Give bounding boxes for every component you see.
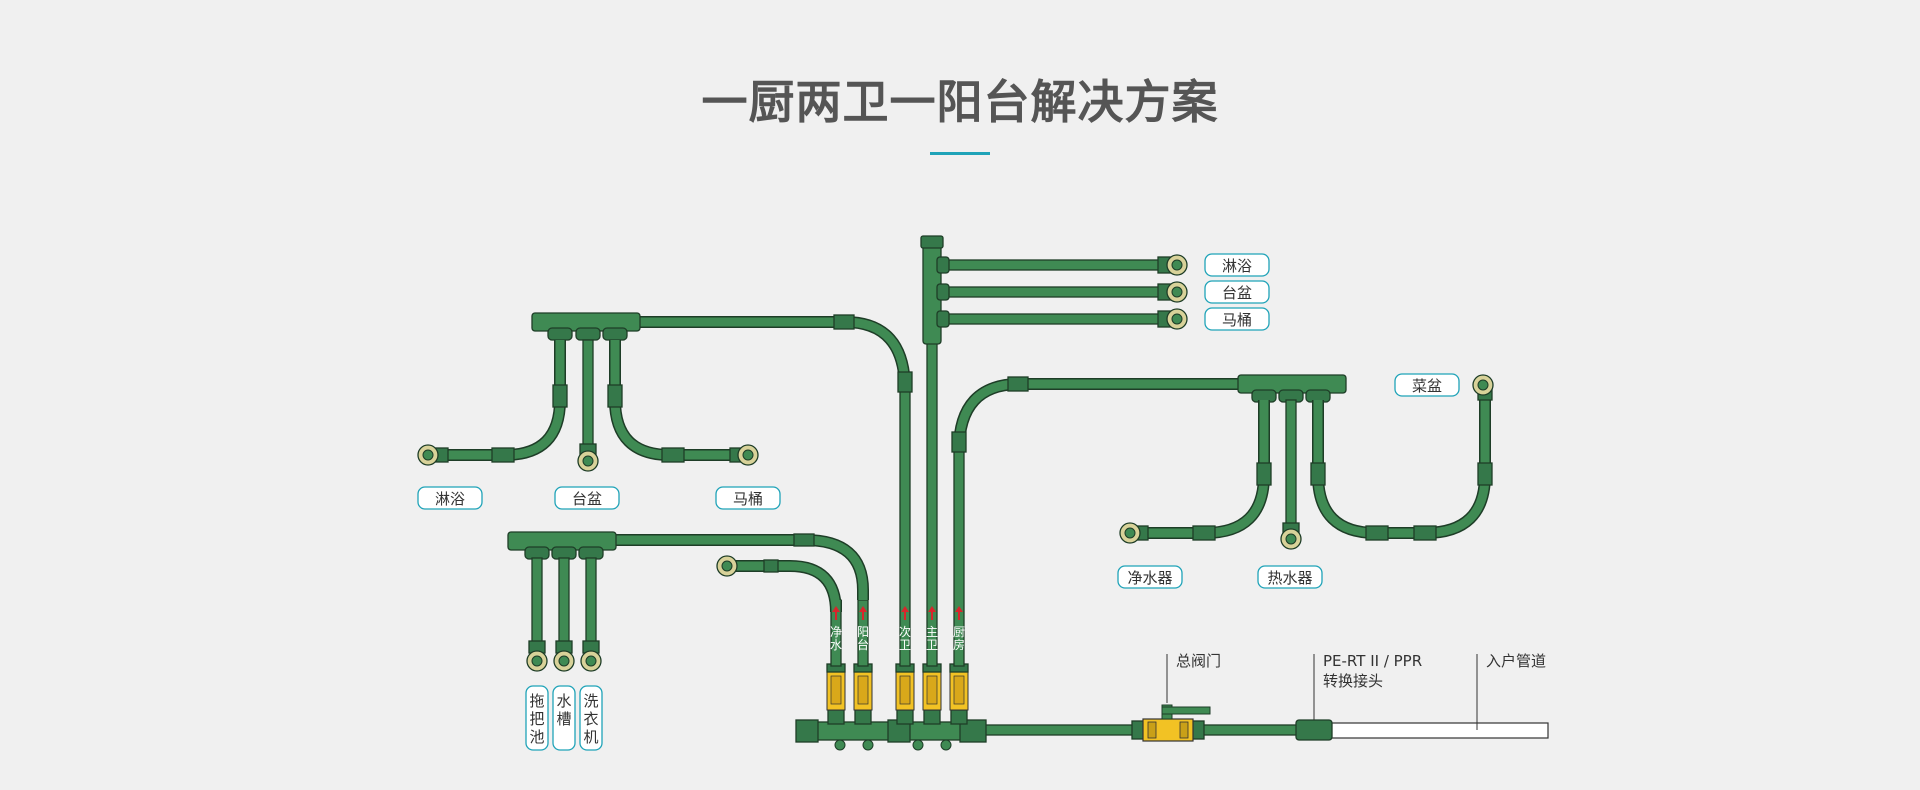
page-title: 一厨两卫一阳台解决方案 <box>701 75 1219 129</box>
fixture-label: 净水器 <box>1117 565 1183 589</box>
branch-valves <box>826 663 969 725</box>
inlet-label: 入户管道 <box>1486 652 1546 670</box>
fixture-label-vertical: 拖把池 <box>525 685 549 751</box>
svg-text:热水器: 热水器 <box>1267 569 1312 587</box>
fixture-label: 菜盆 <box>1394 373 1460 397</box>
branch-label-kitchen: 厨房 <box>953 625 965 652</box>
svg-text:净水器: 净水器 <box>1127 569 1172 587</box>
fixture-label: 马桶 <box>715 486 781 510</box>
svg-text:马桶: 马桶 <box>1222 311 1252 329</box>
branch-label-master-bath: 主卫 <box>926 625 938 652</box>
svg-text:水槽: 水槽 <box>556 692 571 728</box>
branch-valve[interactable] <box>949 663 969 725</box>
fixture-label: 马桶 <box>1204 307 1270 331</box>
branch-label-second-bath: 次卫 <box>899 625 911 652</box>
riser-kitchen <box>951 376 1240 667</box>
svg-text:台盆: 台盆 <box>572 490 602 508</box>
branch-valve[interactable] <box>826 663 846 725</box>
fixture-label: 淋浴 <box>417 486 483 510</box>
riser-purifier <box>716 555 842 667</box>
main-valve[interactable] <box>1131 704 1211 742</box>
fixture-label: 台盆 <box>1204 280 1270 304</box>
svg-text:菜盆: 菜盆 <box>1412 377 1442 395</box>
valve-handle[interactable] <box>1161 706 1211 715</box>
branch-valve[interactable] <box>853 663 873 725</box>
kitchen-manifold <box>1119 374 1494 550</box>
distribution-manifold <box>795 719 987 751</box>
fixture-label: 台盆 <box>554 486 620 510</box>
riser-balcony <box>615 533 869 667</box>
title-underline <box>930 152 990 155</box>
branch-label-balcony: 阳台 <box>857 625 869 652</box>
fixture-label-vertical: 水槽 <box>552 685 576 751</box>
main-inlet-line: 总阀门 PE-RT II / PPR 转换接头 入户管道 <box>979 652 1549 742</box>
master-bath-manifold <box>920 235 1188 345</box>
svg-text:淋浴: 淋浴 <box>1222 257 1252 275</box>
fixture-label: 热水器 <box>1257 565 1323 589</box>
svg-text:洗衣机: 洗衣机 <box>583 692 598 746</box>
main-valve-label: 总阀门 <box>1176 652 1221 670</box>
branch-valve[interactable] <box>922 663 942 725</box>
svg-text:马桶: 马桶 <box>733 490 763 508</box>
riser-second-bath <box>640 314 913 667</box>
second-bath-manifold <box>417 312 759 472</box>
balcony-manifold <box>507 531 617 672</box>
branch-arrows <box>832 606 963 620</box>
adapter-label-line2: 转换接头 <box>1323 672 1383 690</box>
branch-label-purifier: 净水 <box>830 625 842 652</box>
fixture-label-vertical: 洗衣机 <box>579 685 603 751</box>
adapter-label-line1: PE-RT II / PPR <box>1323 652 1422 670</box>
svg-text:拖把池: 拖把池 <box>529 692 544 746</box>
inlet-pipe <box>1329 722 1549 739</box>
svg-text:台盆: 台盆 <box>1222 284 1252 302</box>
fixture-label: 淋浴 <box>1204 253 1270 277</box>
adapter-fitting <box>1295 719 1333 741</box>
branch-valve[interactable] <box>895 663 915 725</box>
svg-text:淋浴: 淋浴 <box>435 490 465 508</box>
